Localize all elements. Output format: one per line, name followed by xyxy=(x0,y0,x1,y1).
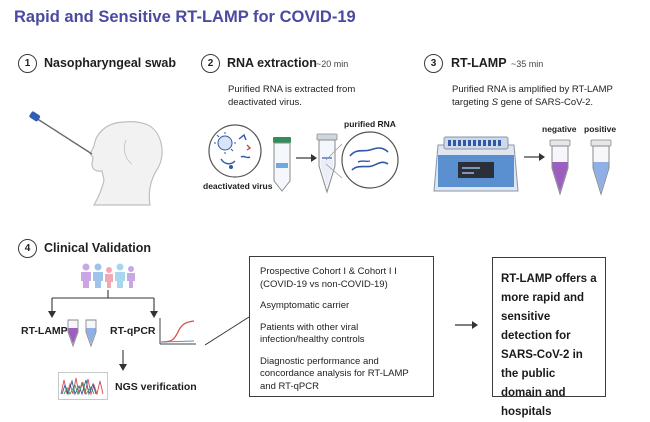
cohort-item: Asymptomatic carrier xyxy=(260,300,350,311)
step-title-rt-lamp: RT-LAMP xyxy=(451,56,507,70)
label-rt-qpcr: RT-qPCR xyxy=(110,325,156,337)
thermal-cycler-icon xyxy=(433,136,519,192)
step-number-4: 4 xyxy=(18,239,37,258)
rt-lamp-tubes-icon xyxy=(67,319,97,348)
description-rt-lamp-pre: targeting xyxy=(452,97,492,108)
cohort-item: Prospective Cohort I & Cohort I I (COVID… xyxy=(260,266,397,290)
label-positive: positive xyxy=(584,124,617,134)
label-ngs-verification: NGS verification xyxy=(115,381,197,393)
description-rt-lamp-post: gene of SARS-CoV-2. xyxy=(497,97,594,108)
step-title-clinical-validation: Clinical Validation xyxy=(44,241,151,255)
rna-tube-icon xyxy=(316,133,338,194)
arrow-right-icon xyxy=(455,321,478,329)
step-title-rna-extraction: RNA extraction xyxy=(227,56,317,70)
negative-tube-icon xyxy=(549,139,571,196)
arrow-right-icon xyxy=(524,153,545,161)
page-title: Rapid and Sensitive RT-LAMP for COVID-19 xyxy=(14,8,356,26)
arrow-right-icon xyxy=(296,154,317,162)
description-rt-lamp-line1: Purified RNA is amplified by RT-LAMP xyxy=(452,84,613,95)
conclusion-box: RT-LAMP offers a more rapid and sensitiv… xyxy=(492,257,606,418)
step-number-2: 2 xyxy=(201,54,220,73)
chromatogram-icon xyxy=(58,372,108,400)
duration-rna-extraction: ~20 min xyxy=(316,59,349,69)
cohort-item: Patients with other viral infection/heal… xyxy=(260,321,365,346)
label-rt-lamp: RT-LAMP xyxy=(21,325,68,337)
swab-head-icon xyxy=(29,111,163,206)
conclusion-text: RT-LAMP offers a more rapid and sensitiv… xyxy=(501,273,597,418)
purified-rna-icon xyxy=(341,131,399,189)
extraction-column-icon xyxy=(273,137,291,192)
step-number-1: 1 xyxy=(18,54,37,73)
people-group-icon xyxy=(81,263,135,288)
cohort-box: Prospective Cohort I & Cohort I I (COVID… xyxy=(249,256,434,397)
positive-tube-icon xyxy=(590,139,612,196)
qpcr-curve-icon xyxy=(159,318,196,345)
connector-line xyxy=(204,316,250,346)
description-rt-lamp: Purified RNA is amplified by RT-LAMP tar… xyxy=(452,83,637,109)
duration-rt-lamp: ~35 min xyxy=(511,59,544,69)
cohort-item: Diagnostic performance and concordance a… xyxy=(260,355,409,392)
down-arrow xyxy=(119,350,127,371)
label-deactivated-virus: deactivated virus xyxy=(203,181,273,191)
gene-name: S xyxy=(491,97,498,108)
step-title-swab: Nasopharyngeal swab xyxy=(44,56,176,70)
zoom-lines xyxy=(325,143,343,179)
description-rna-extraction: Purified RNA is extracted from deactivat… xyxy=(228,84,356,108)
deactivated-virus-icon xyxy=(208,124,262,178)
step-number-3: 3 xyxy=(424,54,443,73)
label-negative: negative xyxy=(542,124,577,134)
label-purified-rna: purified RNA xyxy=(344,119,396,129)
split-arrows xyxy=(48,290,158,318)
